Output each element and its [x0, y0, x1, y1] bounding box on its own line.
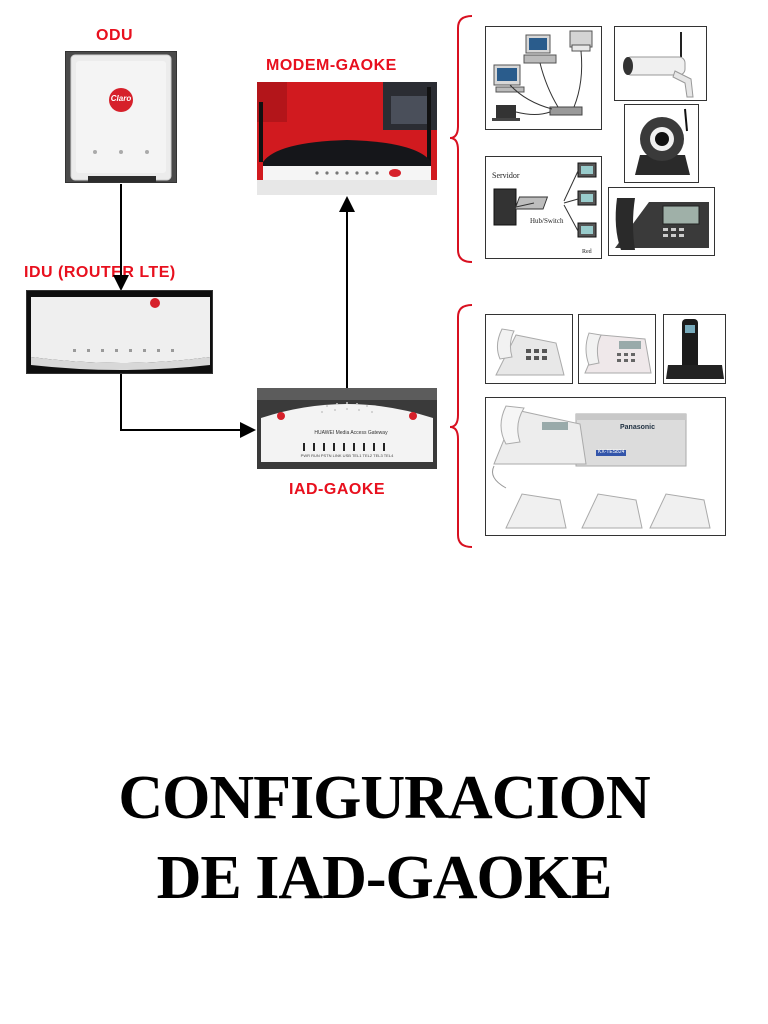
switch-label: Hub/Switch	[530, 217, 564, 225]
net-label: Red	[582, 249, 592, 255]
pbx-model: KX-TES824	[598, 449, 625, 455]
idu-image	[26, 290, 213, 374]
server-label: Servidor	[492, 171, 520, 180]
ip-camera-bullet-image	[614, 26, 707, 101]
odu-brand: Claro	[110, 94, 132, 103]
connection-arrows	[113, 184, 355, 438]
odu-image: Claro	[65, 51, 177, 183]
pbx-brand: Panasonic	[620, 424, 656, 431]
title-line-2: DE IAD-GAOKE	[156, 844, 613, 912]
bracket-top	[449, 15, 473, 263]
pbx-system-image: Panasonic KX-TES824	[485, 397, 726, 536]
ip-phone-image	[608, 187, 715, 256]
server-switch-diagram: Servidor Hub/Switch Red	[485, 156, 602, 259]
idu-to-iad-arrow	[120, 374, 256, 438]
ip-camera-dome-image	[624, 104, 699, 183]
computers-network-image	[485, 26, 602, 130]
modem-image	[257, 82, 437, 195]
odu-label: ODU	[96, 27, 134, 44]
bracket-bottom	[449, 304, 473, 548]
cordless-phone-image	[663, 314, 726, 384]
iad-image: HUAWEI Media Access Gateway PWR RUN PSTN…	[257, 388, 437, 469]
iad-label: IAD-GAOKE	[289, 481, 386, 498]
analog-phone-1-image	[485, 314, 573, 384]
iad-model-text: HUAWEI Media Access Gateway	[314, 430, 388, 436]
title-line-1: CONFIGURACION	[118, 764, 650, 832]
modem-label: MODEM-GAOKE	[266, 57, 397, 74]
iad-port-labels: PWR RUN PSTN LINK USB TEL1 TEL2 TEL3 TEL…	[300, 453, 394, 458]
analog-phone-2-image	[578, 314, 656, 384]
idu-label: IDU (ROUTER LTE)	[24, 264, 176, 281]
